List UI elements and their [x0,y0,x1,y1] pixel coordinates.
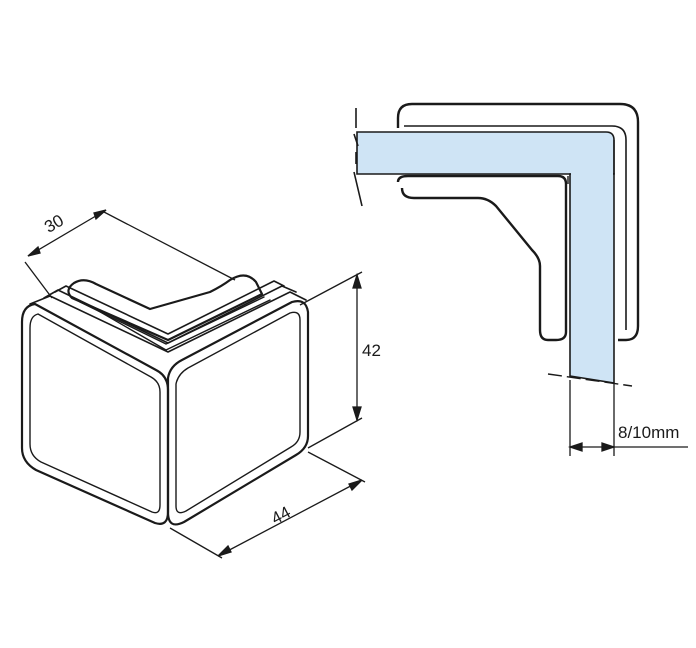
dim-length [169,451,366,559]
left-face-inner [29,313,161,514]
top-pad [67,274,264,342]
clamp-inner-joint [567,140,615,184]
right-face-outer [166,300,310,526]
wall-break-line [353,108,363,207]
dim-height-ext-top [299,271,363,306]
glass-panel-horizontal [356,131,615,175]
dim-thickness-arrow-a [567,442,583,452]
clamp-inner-top [404,125,627,330]
dim-length-ext-left [169,527,223,559]
dim-height-ext-bottom [307,417,363,449]
glass-break-line [547,373,633,387]
left-face-outer [20,302,170,525]
dim-width-line [27,209,107,257]
dim-length-arrow-b [348,479,363,492]
dim-width-arrow-a [27,245,41,257]
glass-joint [571,170,613,176]
dim-height [299,271,363,449]
clamp-body-outer [396,102,640,342]
iso-clamp-view [20,274,310,526]
dim-height-label: 42 [362,341,381,360]
dim-width-arrow-b [93,209,107,221]
dim-width-ext-right [103,211,236,281]
dim-width-ext-left [24,261,53,299]
dim-length-label: 44 [268,503,294,529]
dim-height-arrow-b [352,406,362,423]
glass-panel-vertical [569,173,615,384]
dim-thickness-label: 8/10mm [618,423,679,442]
dim-length-line [217,479,363,557]
dim-thickness [567,380,688,456]
top-pad-edge-2 [89,299,271,351]
dim-thickness-arrow-b [601,442,617,452]
dim-length-arrow-a [217,544,232,557]
dim-height-arrow-a [352,272,362,289]
right-face-inner [175,311,301,514]
top-plate-2 [43,285,297,344]
dim-width [24,209,236,299]
section-view [353,102,688,456]
top-plate-3 [54,280,285,335]
dim-length-ext-right [307,451,366,483]
dim-width-label: 30 [41,211,67,237]
top-plate-1 [29,291,307,353]
